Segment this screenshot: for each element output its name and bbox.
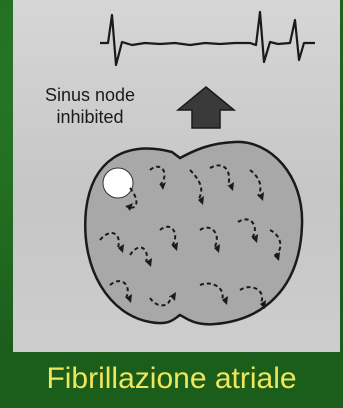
slide-caption: Fibrillazione atriale — [0, 362, 343, 396]
sinus-node-icon — [103, 168, 133, 198]
up-arrow-icon — [178, 87, 234, 128]
ecg-trace — [100, 12, 315, 65]
